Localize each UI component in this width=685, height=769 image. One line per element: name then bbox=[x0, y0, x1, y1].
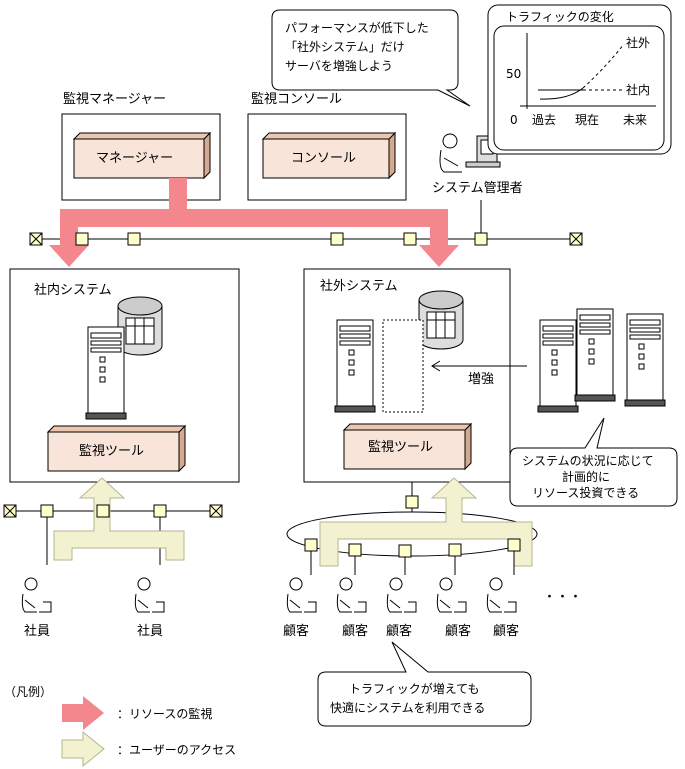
monitor-tool-internal-label: 監視ツール bbox=[79, 444, 145, 459]
traffic-line-1: トラフィックが増えても bbox=[349, 682, 480, 696]
monitor-console-title: 監視コンソール bbox=[251, 92, 343, 107]
traffic-chart-frame bbox=[487, 4, 672, 155]
console-box bbox=[261, 131, 397, 180]
legend-monitor-label: ：リソースの監視 bbox=[117, 707, 213, 721]
legend-monitor-arrow bbox=[62, 696, 104, 730]
admin-speech-bubble bbox=[271, 9, 471, 107]
chart-series-label-internal: 社内 bbox=[626, 83, 651, 97]
chart-y-tick-0: 0 bbox=[510, 113, 518, 127]
chart-series-external-line bbox=[539, 87, 584, 100]
access-arrow-external bbox=[319, 477, 533, 567]
investment-line-2: 計画的に bbox=[562, 470, 611, 484]
monitor-tool-external-label: 監視ツール bbox=[368, 440, 434, 455]
reinforce-label: 増強 bbox=[468, 372, 495, 387]
chart-title: トラフィックの変化 bbox=[506, 10, 614, 24]
admin-speech-line-1: パフォーマンスが低下した bbox=[285, 21, 429, 35]
customer-label-1: 顧客 bbox=[283, 624, 310, 639]
more-customers-ellipsis: ・・・ bbox=[543, 590, 583, 605]
manager-box bbox=[72, 131, 212, 180]
legend-title: （凡例） bbox=[4, 685, 53, 699]
monitor-arrow bbox=[49, 178, 459, 267]
legend-access-label: ：ユーザーのアクセス bbox=[117, 743, 237, 757]
traffic-chart-plot bbox=[520, 33, 656, 109]
external-system-title: 社外システム bbox=[320, 279, 398, 294]
employee-label-1: 社員 bbox=[24, 624, 51, 639]
access-arrow-internal bbox=[53, 477, 185, 561]
manager-label: マネージャー bbox=[96, 151, 174, 166]
customer-label-5: 顧客 bbox=[493, 624, 520, 639]
traffic-line-2: 快適にシステムを利用できる bbox=[330, 701, 486, 715]
monitor-manager-title: 監視マネージャー bbox=[63, 92, 167, 107]
investment-line-1: システムの状況に応じて bbox=[522, 454, 654, 468]
console-label: コンソール bbox=[291, 151, 357, 166]
admin-speech-line-2: 「社外システム」だけ bbox=[285, 40, 405, 54]
legend-access-arrow bbox=[61, 730, 105, 768]
admin-speech-line-3: サーバを増強しよう bbox=[285, 59, 393, 73]
investment-line-3: リソース投資できる bbox=[532, 486, 640, 500]
monitor-tool-internal-box bbox=[46, 424, 187, 473]
admin-label: システム管理者 bbox=[432, 181, 523, 196]
chart-x-label-now: 現在 bbox=[575, 113, 600, 127]
customer-label-4: 顧客 bbox=[445, 624, 472, 639]
monitor-tool-external-box bbox=[342, 422, 473, 471]
investment-callout bbox=[509, 417, 678, 507]
chart-y-tick-50: 50 bbox=[506, 67, 522, 81]
chart-series-label-external: 社外 bbox=[626, 36, 651, 50]
internal-system-title: 社内システム bbox=[34, 283, 112, 298]
placeholder-server bbox=[382, 319, 424, 413]
chart-x-label-future: 未来 bbox=[623, 113, 648, 127]
customer-label-3: 顧客 bbox=[386, 624, 413, 639]
chart-series-external-forecast bbox=[582, 43, 625, 89]
employee-label-2: 社員 bbox=[137, 624, 164, 639]
traffic-callout bbox=[317, 641, 532, 727]
customer-label-2: 顧客 bbox=[342, 624, 369, 639]
chart-x-label-past: 過去 bbox=[532, 113, 557, 127]
